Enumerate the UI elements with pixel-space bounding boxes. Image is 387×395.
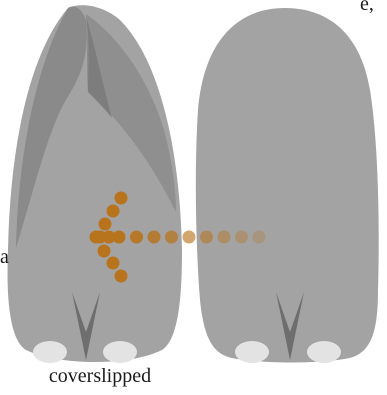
trail-dot	[235, 231, 248, 244]
trail-dot	[113, 231, 126, 244]
trail-dot	[183, 231, 196, 244]
cluster-dot	[115, 270, 128, 283]
right-leaf-body	[196, 8, 379, 363]
left-leaf-base-blob-right	[103, 341, 137, 363]
trail-dot	[253, 231, 266, 244]
trail-dot	[200, 231, 213, 244]
cluster-dot	[98, 245, 111, 258]
side-text-fragment: a	[0, 247, 9, 267]
right-leaf-base-blob-right	[307, 341, 341, 363]
cluster-dot	[99, 218, 112, 231]
trail-dot	[130, 231, 143, 244]
cluster-dot	[107, 257, 120, 270]
caption-label: coverslipped	[49, 366, 151, 386]
cluster-dot	[94, 231, 107, 244]
trail-dot	[165, 231, 178, 244]
trail-dot	[148, 231, 161, 244]
right-leaf-base-blob-left	[235, 341, 269, 363]
cluster-dot	[115, 192, 128, 205]
left-leaf-base-blob-left	[33, 341, 67, 363]
top-text-fragment: e,	[360, 0, 374, 14]
left-leaf	[8, 5, 182, 363]
caption-container: coverslipped	[0, 366, 200, 387]
trail-dot	[218, 231, 231, 244]
right-leaf	[196, 8, 379, 363]
cluster-dot	[107, 205, 120, 218]
